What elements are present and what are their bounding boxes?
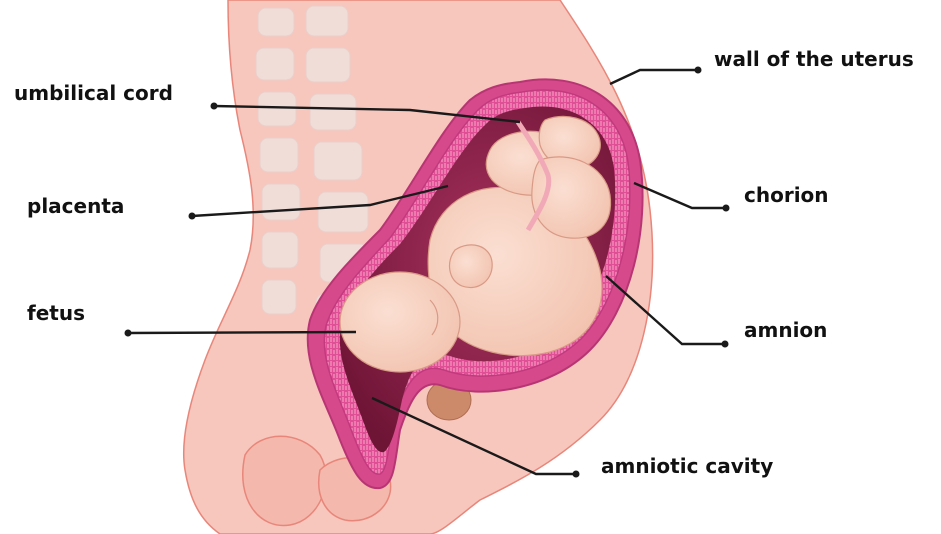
label-amniotic-cavity: amniotic cavity — [601, 456, 773, 476]
label-chorion: chorion — [744, 185, 829, 205]
label-placenta: placenta — [27, 196, 124, 216]
leader-dot-chorion — [723, 205, 730, 212]
leader-fetus — [128, 332, 356, 333]
lower-body-fold — [243, 436, 326, 525]
leader-dot-umbilical-cord — [211, 103, 218, 110]
label-fetus: fetus — [27, 303, 85, 323]
label-wall-of-the-uterus: wall of the uterus — [714, 49, 914, 69]
leader-dot-fetus — [125, 330, 132, 337]
label-umbilical-cord: umbilical cord — [14, 83, 173, 103]
label-amnion: amnion — [744, 320, 827, 340]
leader-dot-wall-of-the-uterus — [695, 67, 702, 74]
leader-dot-placenta — [189, 213, 196, 220]
leader-dot-amniotic-cavity — [573, 471, 580, 478]
leader-dot-amnion — [722, 341, 729, 348]
leader-wall-of-the-uterus — [610, 70, 698, 84]
